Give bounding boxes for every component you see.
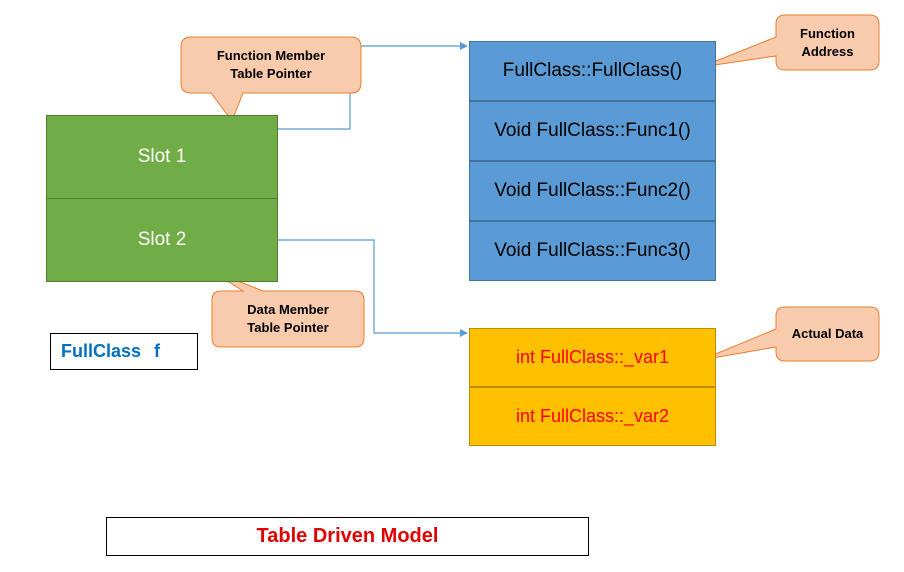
slot-2-label: Slot 2 <box>137 229 187 250</box>
function-table-row-1: FullClass::FullClass() <box>469 41 716 101</box>
function-table-row-4: Void FullClass::Func3() <box>469 221 716 281</box>
slot-2-box: Slot 2 <box>46 198 278 282</box>
slot-1-label: Slot 1 <box>137 146 187 167</box>
function-table-row-3: Void FullClass::Func2() <box>469 161 716 221</box>
data-member-callout-shape <box>209 269 365 348</box>
function-entry-label: Void FullClass::Func3() <box>494 240 691 261</box>
instance-class-name: FullClass <box>61 341 142 361</box>
actual-data-callout-text: Actual Data <box>791 326 864 341</box>
function-member-callout-shape <box>180 36 362 123</box>
diagram-caption-box: Table Driven Model <box>106 517 589 556</box>
function-address-callout-shape <box>700 14 880 71</box>
data-entry-label: int FullClass::_var1 <box>515 347 670 367</box>
data-table-row-2: int FullClass::_var2 <box>469 387 716 446</box>
actual-data-callout-shape <box>700 306 880 362</box>
diagram-caption: Table Driven Model <box>256 525 439 547</box>
slot-1-box: Slot 1 <box>46 115 278 199</box>
function-table-row-2: Void FullClass::Func1() <box>469 101 716 161</box>
function-address-callout-text: Function Address <box>800 25 855 59</box>
data-member-callout-text: Data Member Table Pointer <box>247 302 329 335</box>
function-entry-label: Void FullClass::Func2() <box>494 180 691 201</box>
data-table-pointer-arrow <box>278 239 468 337</box>
function-entry-label: FullClass::FullClass() <box>502 60 683 81</box>
instance-label-box: FullClass f <box>50 333 198 370</box>
function-member-callout-text: Function Member Table Pointer <box>216 48 326 81</box>
data-entry-label: int FullClass::_var2 <box>515 406 670 426</box>
instance-variable-name: f <box>154 341 161 361</box>
function-entry-label: Void FullClass::Func1() <box>494 120 691 141</box>
data-table-row-1: int FullClass::_var1 <box>469 328 716 387</box>
